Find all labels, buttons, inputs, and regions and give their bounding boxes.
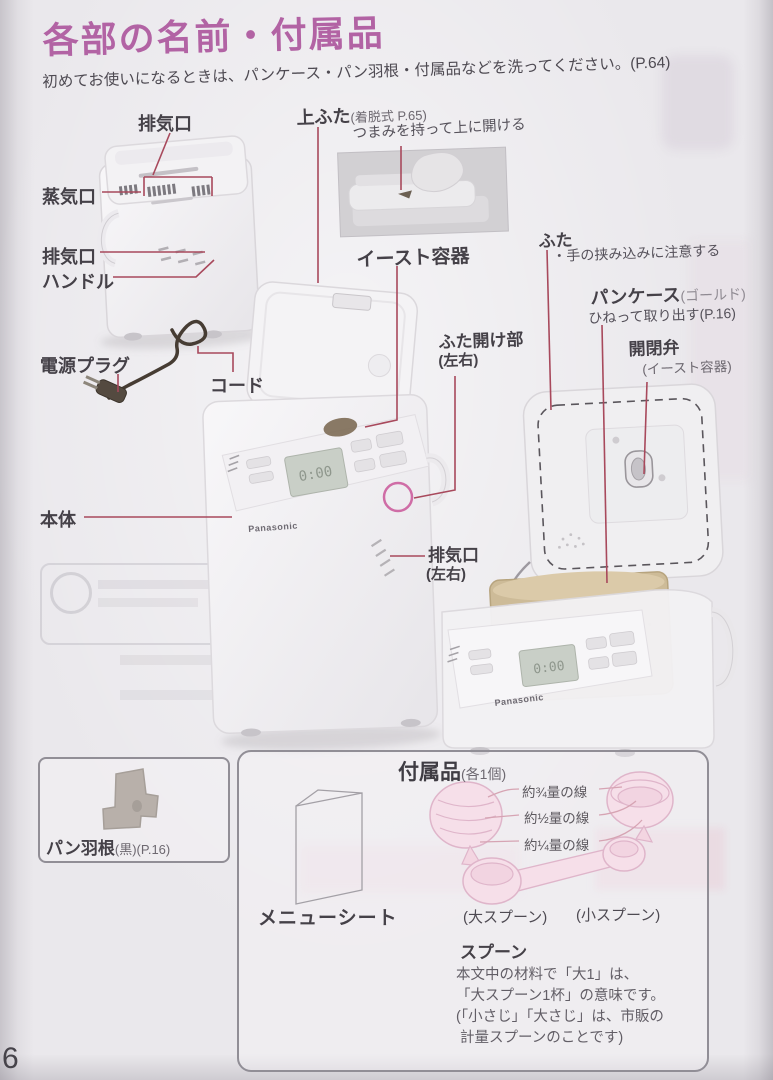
label-menu-sheet: メニューシート — [258, 908, 398, 929]
svg-text:0:00: 0:00 — [298, 464, 334, 486]
accessories-box — [237, 750, 709, 1072]
label-blade-note: (黒)(P.16) — [114, 842, 171, 857]
spoon-description-line: 本文中の材料で「大1」は、 — [456, 967, 639, 983]
label-small-spoon: (小スプーン) — [576, 907, 661, 924]
label-exhaust-top: 排気口 — [138, 114, 192, 134]
yeast-container-opening — [323, 417, 358, 437]
label-power-plug: 電源プラグ — [40, 356, 130, 376]
page-number: 6 — [2, 1042, 19, 1075]
double-spoon-illustration — [462, 836, 646, 905]
lid-open-highlight-circle — [382, 481, 414, 513]
accessories-box-title-note: (各1個) — [461, 766, 507, 782]
cup-line-leaders — [479, 786, 643, 843]
spoon-description-line: 「大スプーン1杯」の意味です。 — [456, 988, 665, 1004]
label-yeast-container: イースト容器 — [356, 246, 470, 271]
leader-lines — [84, 127, 648, 584]
small-cup-illustration — [606, 771, 674, 843]
top-lid-photo — [337, 146, 509, 238]
label-blade: パン羽根(黒)(P.16) — [46, 839, 171, 858]
label-exhaust-side-lr: (左右) — [426, 566, 466, 583]
spoon-description-line: (「小さじ」「大さじ」は、市販の — [456, 1009, 664, 1025]
machine-open-illustration: 0:00 — [202, 281, 451, 751]
hand-in-photo — [411, 151, 464, 193]
spoon-description-line: 計量スプーンのことです) — [460, 1030, 624, 1046]
machine-closed-illustration — [97, 135, 271, 349]
power-cord-illustration — [82, 319, 208, 403]
page-title: 各部の名前・付属品 — [42, 12, 386, 61]
label-cup-line-quarter: 約¼量の線 — [524, 838, 590, 853]
rear-vents — [158, 246, 206, 266]
svg-text:0:00: 0:00 — [533, 659, 566, 678]
accessories-box-title: 付属品(各1個) — [398, 761, 507, 784]
label-valve-note: (イースト容器) — [642, 358, 732, 377]
label-large-spoon: (大スプーン) — [463, 909, 548, 926]
label-main-body: 本体 — [40, 510, 76, 530]
blade-box — [38, 757, 230, 863]
menu-sheet-illustration — [295, 789, 363, 905]
label-steam-vent: 蒸気口 — [42, 187, 96, 207]
label-exhaust-side: 排気口 — [428, 546, 479, 565]
lid-gasket-dashed-line — [537, 397, 710, 570]
label-bread-case-color: (ゴールド) — [680, 285, 747, 304]
label-cord: コード — [210, 376, 264, 396]
spoon-heading: スプーン — [460, 943, 528, 962]
label-cup-line-3quarter: 約¾量の線 — [522, 785, 588, 800]
kneading-blade-illustration — [102, 768, 159, 830]
lid-mesh-dots — [558, 533, 585, 549]
lid-knob-in-photo — [398, 190, 412, 199]
label-cup-line-half: 約½量の線 — [524, 811, 590, 826]
label-handle: ハンドル — [42, 272, 114, 292]
side-vents — [370, 538, 395, 577]
machine-pan-illustration: 0:00 — [441, 383, 738, 757]
label-exhaust-left: 排気口 — [42, 247, 96, 267]
label-lid-open-lr: (左右) — [438, 351, 479, 370]
